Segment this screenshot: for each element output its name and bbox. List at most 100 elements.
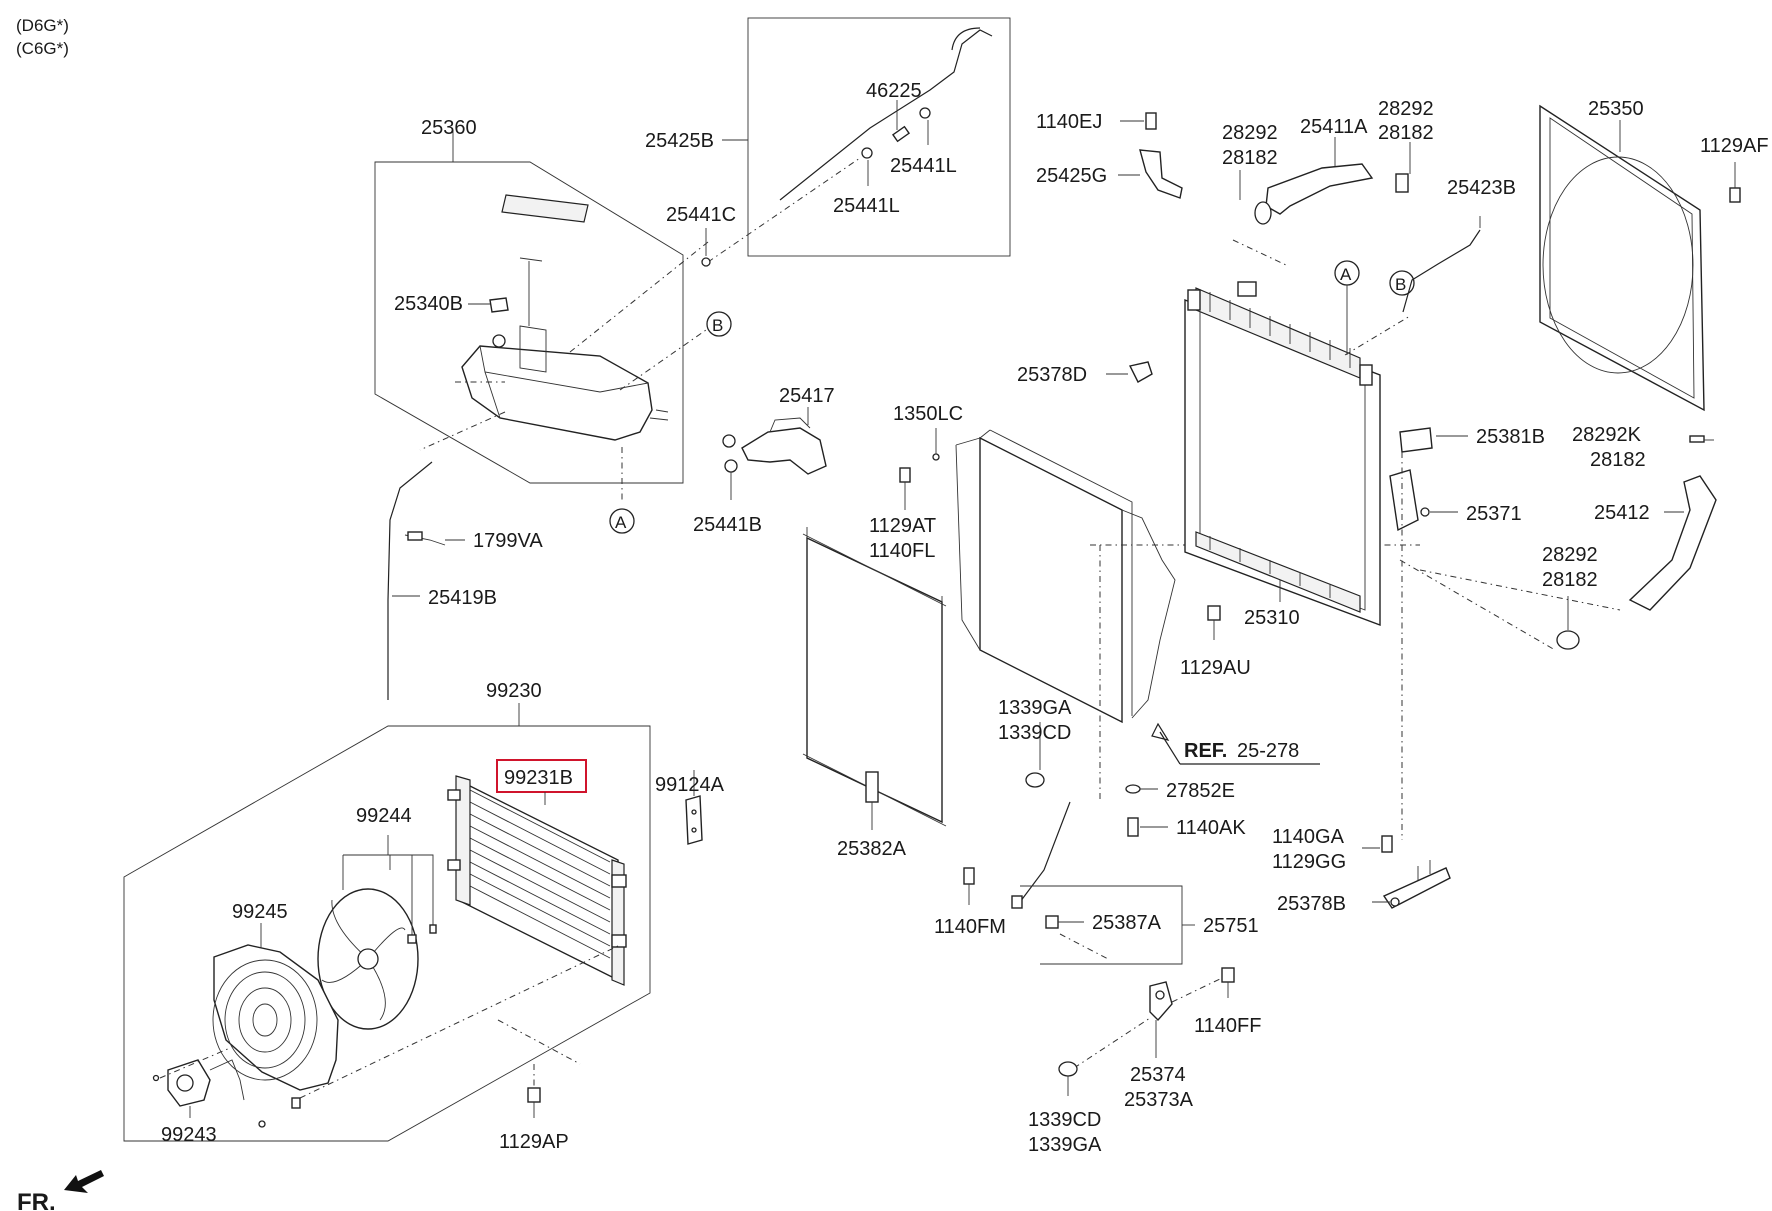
svg-text:A: A (1340, 265, 1352, 284)
part-label-25381B[interactable]: 25381B (1476, 426, 1545, 448)
part-label-25382A[interactable]: 25382A (837, 838, 907, 860)
part-label-28292-b[interactable]: 28292 (1378, 98, 1434, 120)
part-label-25441B[interactable]: 25441B (693, 514, 762, 536)
part-label-1129GG[interactable]: 1129GG (1272, 851, 1346, 873)
clip-28292K: 28292K 28182 (1572, 424, 1714, 471)
part-label-1140GA[interactable]: 1140GA (1272, 826, 1345, 848)
part-label-1140EJ[interactable]: 1140EJ (1036, 111, 1102, 133)
part-label-25411A[interactable]: 25411A (1300, 116, 1368, 138)
front-label: FR. (17, 1189, 56, 1211)
reference-number[interactable]: 25-278 (1237, 740, 1299, 762)
part-label-1140FM[interactable]: 1140FM (934, 916, 1006, 938)
part-label-25751[interactable]: 25751 (1203, 915, 1259, 937)
callout-b-reservoir: B (706, 311, 732, 337)
part-label-25371[interactable]: 25371 (1466, 503, 1522, 525)
part-label-1339GA-lower[interactable]: 1339GA (1028, 1134, 1102, 1156)
hose-kit-group: 25425B 46225 25441L 25441L 25441C (645, 17, 1011, 267)
part-label-1140FF[interactable]: 1140FF (1194, 1015, 1261, 1037)
part-label-1129AP[interactable]: 1129AP (499, 1131, 569, 1153)
part-label-99244[interactable]: 99244 (356, 805, 412, 827)
hose-kit-box (747, 17, 1011, 257)
variant-code-d6g: (D6G*) (16, 16, 69, 35)
part-label-28182-c[interactable]: 28182 (1590, 449, 1646, 471)
part-label-99245[interactable]: 99245 (232, 901, 288, 923)
reservoir-group-box (374, 161, 684, 484)
part-label-25412[interactable]: 25412 (1594, 502, 1650, 524)
bracket-99124A: 99124A (655, 770, 725, 845)
reference-note: REF. 25-278 (1151, 722, 1320, 765)
part-label-1350LC[interactable]: 1350LC (893, 403, 963, 425)
bolt-1129AT-1140FL: 1350LC 1129AT 1140FL (869, 403, 963, 562)
part-label-1129AT[interactable]: 1129AT (869, 515, 936, 537)
reference-prefix: REF. (1184, 740, 1227, 762)
bracket-25378D: 25378D (1017, 361, 1153, 386)
condenser-core (447, 775, 627, 986)
part-label-28182-b[interactable]: 28182 (1378, 122, 1434, 144)
part-label-99230[interactable]: 99230 (486, 680, 542, 702)
part-label-25373A[interactable]: 25373A (1124, 1089, 1194, 1111)
part-label-25417[interactable]: 25417 (779, 385, 835, 407)
part-label-1339CD-upper[interactable]: 1339CD (998, 722, 1071, 744)
part-label-25310[interactable]: 25310 (1244, 607, 1300, 629)
bolt-1129AP: 1129AP (499, 1064, 569, 1153)
part-label-99231B-highlight (496, 759, 587, 793)
part-label-28292-d[interactable]: 28292 (1542, 544, 1598, 566)
part-label-25360[interactable]: 25360 (421, 117, 477, 139)
svg-text:B: B (1395, 275, 1406, 294)
part-label-25350[interactable]: 25350 (1588, 98, 1644, 120)
reservoir-cap (489, 297, 509, 313)
part-label-28182-a[interactable]: 28182 (1222, 147, 1278, 169)
hose-25417: 25417 25441B (693, 385, 835, 536)
part-label-25425B[interactable]: 25425B (645, 130, 714, 152)
svg-text:B: B (712, 316, 723, 335)
part-label-25441L-lower[interactable]: 25441L (833, 195, 900, 217)
bracket-25425G: 1140EJ 25425G (1036, 111, 1183, 199)
part-label-1140AK[interactable]: 1140AK (1176, 817, 1246, 839)
intercooler-core (955, 429, 1176, 724)
upper-hose: 28292 28182 25411A 28292 28182 (1222, 98, 1434, 225)
part-label-25378B[interactable]: 25378B (1277, 893, 1346, 915)
part-label-25423B[interactable]: 25423B (1447, 177, 1516, 199)
part-label-28292-a[interactable]: 28292 (1222, 122, 1278, 144)
lower-mount-bracket: 25374 25373A 1140FF 1339CD 1339GA (1028, 967, 1261, 1156)
svg-text:A: A (615, 513, 627, 532)
part-label-25441C[interactable]: 25441C (666, 204, 736, 226)
fan-shroud-25350: 25350 1129AF (1539, 98, 1769, 412)
fan-shroud (212, 944, 339, 1091)
part-label-1799VA[interactable]: 1799VA (473, 530, 543, 552)
part-label-25374[interactable]: 25374 (1130, 1064, 1186, 1086)
part-label-28182-d[interactable]: 28182 (1542, 569, 1598, 591)
overflow-hose: 1799VA 25419B (387, 461, 543, 700)
part-label-99124A[interactable]: 99124A (655, 774, 725, 796)
part-label-25387A[interactable]: 25387A (1092, 912, 1162, 934)
bolt-1129AU: 1129AU (1180, 605, 1251, 679)
mount-rubber-upper: 1339GA 1339CD 27852E 1140AK (998, 697, 1246, 839)
part-label-25441L-upper[interactable]: 25441L (890, 155, 957, 177)
part-label-25425G[interactable]: 25425G (1036, 165, 1107, 187)
bracket-25378B: 1140GA 1129GG 25378B (1272, 826, 1451, 915)
front-direction-indicator: FR. (17, 1170, 104, 1211)
part-label-27852E[interactable]: 27852E (1166, 780, 1235, 802)
fan-motor (152, 1059, 301, 1128)
part-label-28292K[interactable]: 28292K (1572, 424, 1642, 446)
reservoir-group: 25360 25340B (374, 117, 709, 500)
part-label-46225[interactable]: 46225 (866, 80, 922, 102)
variant-code-c6g: (C6G*) (16, 39, 69, 58)
part-label-1339GA-upper[interactable]: 1339GA (998, 697, 1072, 719)
fan-blade (317, 888, 419, 1030)
callout-a-radiator: A (1334, 260, 1360, 286)
condenser-fan-group: 99230 99231B 99244 (123, 680, 651, 1146)
part-label-25378D[interactable]: 25378D (1017, 364, 1087, 386)
radiator-screen: 25382A (802, 527, 947, 860)
part-label-1339CD-lower[interactable]: 1339CD (1028, 1109, 1101, 1131)
part-label-1129AU[interactable]: 1129AU (1180, 657, 1251, 679)
part-label-99231B[interactable]: 99231B (504, 767, 573, 789)
part-label-25419B[interactable]: 25419B (428, 587, 497, 609)
part-label-1129AF[interactable]: 1129AF (1700, 135, 1769, 157)
part-label-99243[interactable]: 99243 (161, 1124, 217, 1146)
callout-b-radiator: B (1389, 270, 1415, 296)
part-label-25340B[interactable]: 25340B (394, 293, 463, 315)
part-label-1140FL[interactable]: 1140FL (869, 540, 935, 562)
reservoir-tank (461, 194, 669, 441)
